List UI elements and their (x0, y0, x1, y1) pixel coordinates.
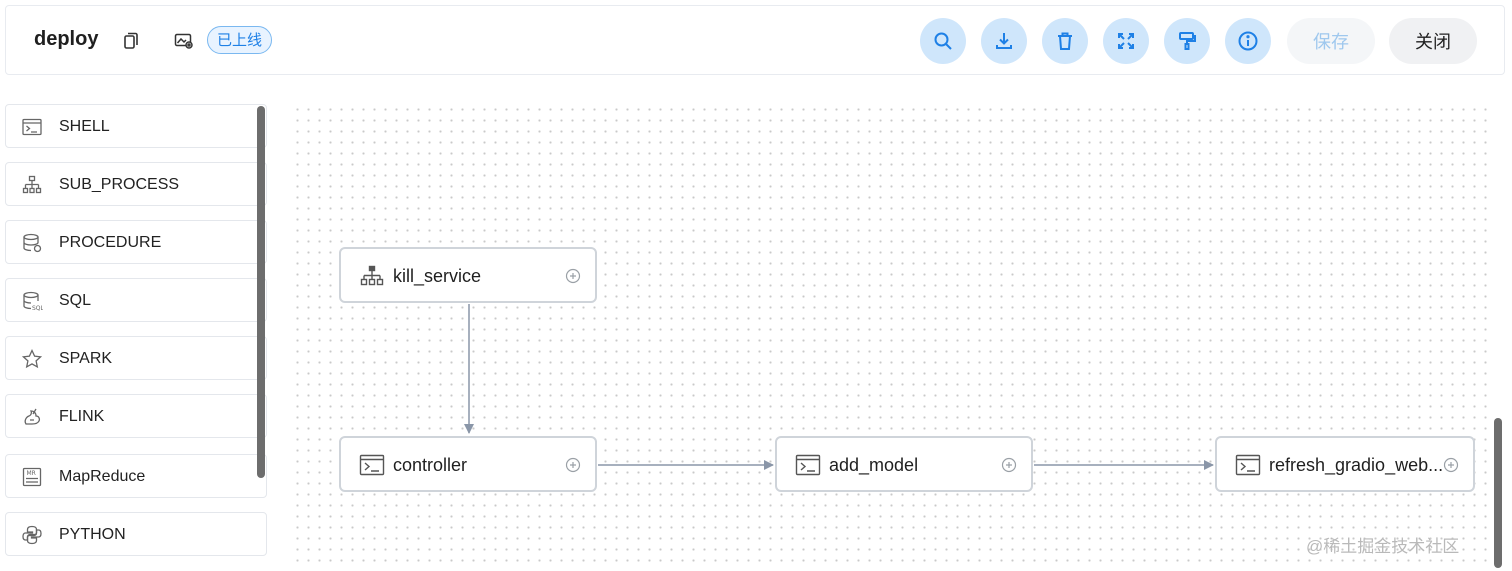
save-button[interactable]: 保存 (1287, 18, 1375, 64)
task-type-sidebar: SHELL SUB_PROCESS PROCEDURE SQL SQL SPAR… (5, 104, 267, 566)
info-icon (1238, 31, 1258, 51)
search-icon (934, 32, 952, 50)
fullscreen-icon (1118, 33, 1134, 49)
status-badge: 已上线 (207, 26, 273, 54)
sidebar-item-label: SUB_PROCESS (59, 176, 180, 193)
sidebar-item-sql[interactable]: SQL SQL (5, 278, 267, 322)
sidebar-item-shell[interactable]: SHELL (5, 104, 267, 148)
add-circle-icon[interactable] (1001, 457, 1017, 473)
sidebar-item-python[interactable]: PYTHON (5, 512, 267, 556)
flink-squirrel-icon (24, 408, 41, 425)
node-kill-service[interactable]: kill_service (339, 247, 597, 303)
node-controller[interactable]: controller (339, 436, 597, 492)
node-label: kill_service (393, 266, 482, 286)
workflow-canvas[interactable]: kill_service controller add_model refres… (292, 104, 1492, 566)
spark-star-icon (21, 348, 43, 369)
sidebar-item-procedure[interactable]: PROCEDURE (5, 220, 267, 264)
add-circle-icon[interactable] (565, 457, 581, 473)
watermark: @稀土掘金技术社区 (1306, 537, 1460, 556)
sidebar-item-label: SPARK (59, 350, 113, 367)
canvas-scrollbar[interactable] (1494, 418, 1502, 568)
sidebar-item-flink[interactable]: FLINK (5, 394, 267, 438)
search-button[interactable] (920, 18, 966, 64)
node-label: refresh_gradio_web... (1269, 455, 1444, 475)
header-bar: deploy 已上线 (5, 5, 1505, 75)
info-button[interactable] (1225, 18, 1271, 64)
sidebar-item-label: PROCEDURE (59, 234, 162, 251)
sidebar-item-label: PYTHON (59, 526, 126, 543)
node-label: add_model (829, 455, 919, 475)
terminal-icon (795, 454, 821, 476)
sidebar-scrollbar[interactable] (257, 106, 265, 478)
copy-icon[interactable] (120, 30, 142, 52)
svg-text:SQL: SQL (32, 305, 43, 312)
download-icon (996, 33, 1012, 49)
node-refresh-gradio-web[interactable]: refresh_gradio_web... (1215, 436, 1475, 492)
terminal-icon (1235, 454, 1261, 476)
sql-database-icon: SQL (23, 291, 43, 312)
trash-icon (1058, 32, 1072, 50)
node-add-model[interactable]: add_model (775, 436, 1033, 492)
sitemap-icon (22, 175, 42, 194)
sidebar-item-label: SHELL (59, 118, 110, 135)
format-button[interactable] (1164, 18, 1210, 64)
image-settings-icon[interactable] (173, 30, 195, 52)
python-icon (22, 525, 42, 545)
terminal-icon (359, 454, 385, 476)
close-button[interactable]: 关闭 (1389, 18, 1477, 64)
sidebar-item-label: MapReduce (59, 468, 146, 485)
sidebar-item-sub-process[interactable]: SUB_PROCESS (5, 162, 267, 206)
node-label: controller (393, 455, 468, 475)
svg-text:MR: MR (27, 470, 36, 477)
delete-button[interactable] (1042, 18, 1088, 64)
mapreduce-icon: MR (22, 467, 42, 487)
workflow-title: deploy (34, 28, 99, 50)
sidebar-item-label: SQL (59, 292, 92, 309)
sidebar-item-spark[interactable]: SPARK (5, 336, 267, 380)
fullscreen-button[interactable] (1103, 18, 1149, 64)
download-button[interactable] (981, 18, 1027, 64)
edges-layer (464, 304, 1214, 470)
add-circle-icon[interactable] (565, 268, 581, 284)
sidebar-item-mapreduce[interactable]: MR MapReduce (5, 454, 267, 498)
add-circle-icon[interactable] (1443, 457, 1459, 473)
terminal-icon (22, 118, 42, 136)
database-icon (23, 233, 42, 253)
paint-roller-icon (1179, 32, 1196, 50)
sidebar-item-label: FLINK (59, 408, 105, 425)
sitemap-icon (360, 265, 384, 286)
